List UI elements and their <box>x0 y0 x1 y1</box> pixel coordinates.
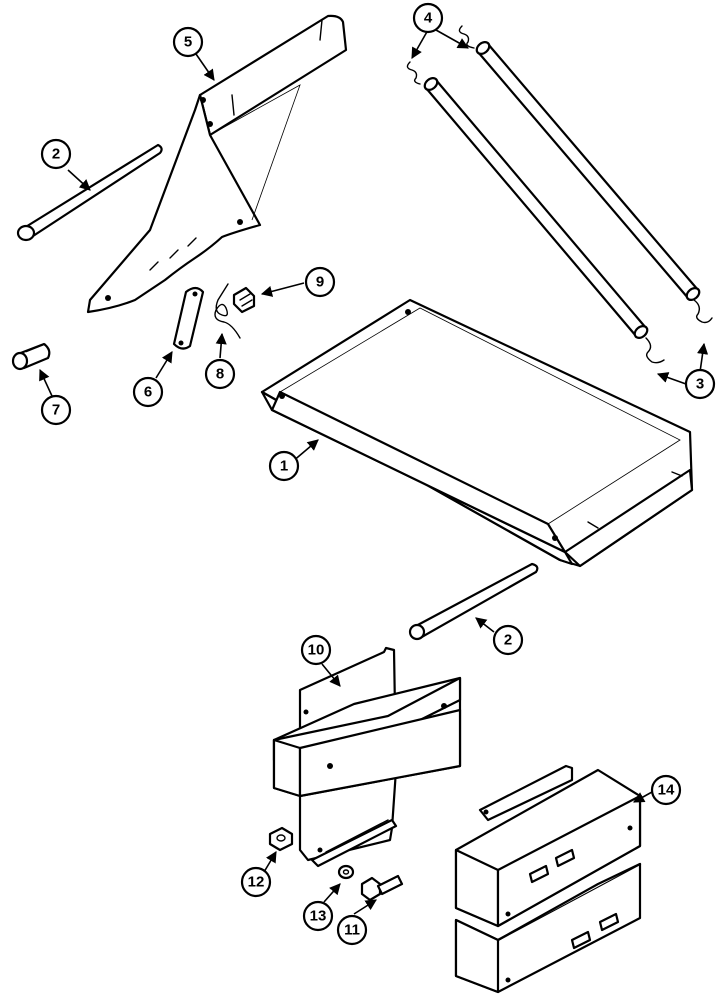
bolt-part-11 <box>360 874 404 902</box>
callout-3: 3 <box>684 368 716 400</box>
callout-10: 10 <box>300 634 332 666</box>
callout-4: 4 <box>412 2 444 34</box>
svg-text:13: 13 <box>310 908 327 925</box>
callout-9: 9 <box>304 266 336 298</box>
chain-rod-part-3-4-front <box>406 61 665 364</box>
side-plate-part-5 <box>86 14 348 314</box>
callout-5: 5 <box>172 26 204 58</box>
callout-11: 11 <box>336 914 368 946</box>
nut-part-12 <box>268 826 294 852</box>
chain-rod-part-3-4-rear <box>458 25 713 324</box>
leader-lines <box>39 29 709 915</box>
svg-text:14: 14 <box>658 782 675 799</box>
callout-14: 14 <box>650 774 682 806</box>
callout-2-top: 2 <box>40 138 72 170</box>
platform-part-1 <box>260 298 694 568</box>
svg-text:4: 4 <box>424 10 433 27</box>
svg-text:3: 3 <box>696 376 704 393</box>
svg-text:2: 2 <box>52 146 60 163</box>
clevis-pin-part-7 <box>11 342 51 371</box>
bracket-part-10 <box>272 646 462 868</box>
callout-6: 6 <box>132 376 164 408</box>
svg-text:7: 7 <box>52 402 60 419</box>
svg-text:8: 8 <box>216 366 224 383</box>
svg-text:9: 9 <box>316 274 324 291</box>
svg-text:12: 12 <box>248 874 265 891</box>
callout-12: 12 <box>240 866 272 898</box>
svg-text:10: 10 <box>308 642 325 659</box>
svg-text:11: 11 <box>344 922 360 939</box>
callout-2-bottom: 2 <box>492 624 524 656</box>
pin-part-2-bottom <box>408 562 539 641</box>
svg-text:5: 5 <box>184 34 192 51</box>
callout-13: 13 <box>302 900 334 932</box>
svg-text:1: 1 <box>280 458 288 475</box>
clip-part-9 <box>232 286 256 314</box>
washer-part-13 <box>337 864 355 880</box>
callout-8: 8 <box>204 358 236 390</box>
callout-1: 1 <box>268 450 300 482</box>
pin-part-2-top <box>16 143 163 242</box>
svg-text:2: 2 <box>504 632 512 649</box>
callout-7: 7 <box>40 394 72 426</box>
weights-part-14 <box>454 764 642 994</box>
spring-part-8 <box>214 283 241 339</box>
svg-text:6: 6 <box>144 384 152 401</box>
latch-link-part-6 <box>172 286 205 350</box>
